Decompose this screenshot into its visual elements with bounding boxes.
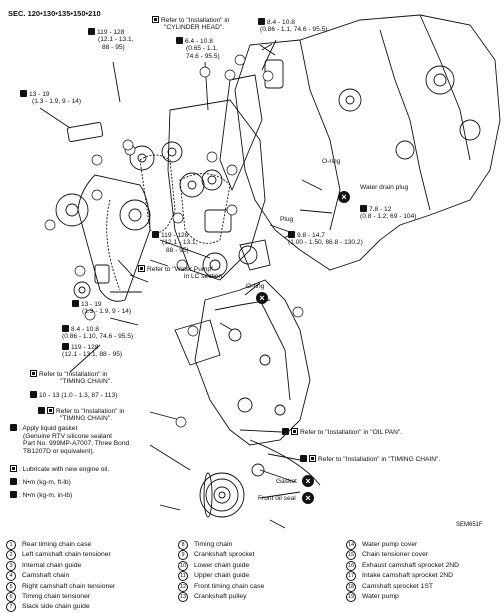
wrench-icon	[10, 478, 17, 485]
oil-can-icon	[10, 465, 17, 472]
wrench-icon	[62, 343, 69, 350]
oil-pan-ref: Refer to "Installation" in "OIL PAN".	[282, 428, 402, 436]
liquid-gasket-icon	[10, 424, 17, 431]
gasket-label: Gasket	[276, 478, 297, 485]
book-icon	[291, 428, 298, 435]
torque-13-top: 13 - 19 (1.3 - 1.9, 9 - 14)	[20, 90, 81, 106]
book-icon	[47, 407, 54, 414]
replace-x-icon: ×	[256, 292, 268, 304]
water-pump-ref: Refer to "Water Pump" in LC section.	[138, 265, 224, 281]
book-icon	[138, 265, 145, 272]
key-lubricate: : Lubricate with new engine oil.	[10, 465, 109, 473]
torque-98: 9.8 - 14.7 (1.00 - 1.50, 86.8 - 130.2)	[288, 231, 363, 247]
wrench-icon	[30, 391, 37, 398]
torque-119-low: 119 - 128 (12.1 - 13.1, 88 - 95)	[62, 343, 123, 359]
timing-chain-ref-2: Refer to "Installation" in "TIMING CHAIN…	[38, 407, 124, 423]
wrench-icon	[258, 18, 265, 25]
key-gasket-note: : Apply liquid gasket (Genuine RTV silic…	[10, 424, 129, 455]
wrench-icon	[10, 491, 17, 498]
wrench-icon	[72, 300, 79, 307]
gasket-icon	[300, 455, 307, 462]
timing-chain-ref-3: Refer to "Installation" in "TIMING CHAIN…	[300, 455, 440, 463]
book-icon	[309, 455, 316, 462]
gasket-icon	[38, 407, 45, 414]
torque-64-top: 6.4 - 10.8 (0.65 - 1.1, 74.6 - 95.5)	[176, 37, 220, 60]
gasket-icon	[282, 428, 289, 435]
book-icon	[30, 370, 37, 377]
wrench-icon	[20, 90, 27, 97]
callout-cylinder-head: Refer to "Installation" in "CYLINDER HEA…	[152, 16, 229, 32]
plug-label: Plug	[280, 216, 294, 223]
section-header: SEC. 120•130•135•150•210	[8, 9, 101, 18]
torque-84-top: 8.4 - 10.8 (0.86 - 1.1, 74.6 - 95.5)	[258, 18, 328, 34]
replace-x-icon: ×	[338, 191, 350, 203]
torque-78: 7.8 - 12 (0.8 - 1.2, 69 - 104)	[360, 205, 417, 221]
wrench-icon	[88, 28, 95, 35]
wrench-icon	[360, 205, 367, 212]
torque-13-mid: 13 - 19 (1.3 - 1.9, 9 - 14)	[72, 300, 131, 316]
torque-84-mid: 8.4 - 10.8 (0.86 - 1.10, 74.6 - 95.5)	[62, 325, 134, 341]
key-unit-inlb: : N•m (kg-m, in-lb)	[10, 491, 72, 499]
key-unit-ftlb: : N•m (kg-m, ft-lb)	[10, 478, 71, 486]
front-oil-seal-label: Front oil seal	[258, 495, 296, 502]
timing-chain-ref-1: Refer to "Installation" in "TIMING CHAIN…	[30, 370, 112, 386]
water-drain-plug-label: Water drain plug	[360, 184, 409, 191]
wrench-icon	[152, 231, 159, 238]
oring-label-mid: O-ring	[246, 283, 265, 290]
torque-119-mid: 119 - 128 (12.1 - 13.1, 88 - 95)	[152, 231, 198, 254]
torque-119-top: 119 - 128 (12.1 - 13.1, 88 - 95)	[88, 28, 134, 51]
wrench-icon	[62, 325, 69, 332]
book-icon	[152, 16, 159, 23]
torque-10: 10 - 13 (1.0 - 1.3, 87 - 113)	[30, 391, 117, 399]
replace-x-icon: ×	[302, 475, 314, 487]
wrench-icon	[176, 37, 183, 44]
figure-code: SEM651F	[456, 522, 483, 528]
replace-x-icon: ×	[302, 492, 314, 504]
wrench-icon	[288, 231, 295, 238]
oring-label-right: O-ring	[322, 158, 341, 165]
